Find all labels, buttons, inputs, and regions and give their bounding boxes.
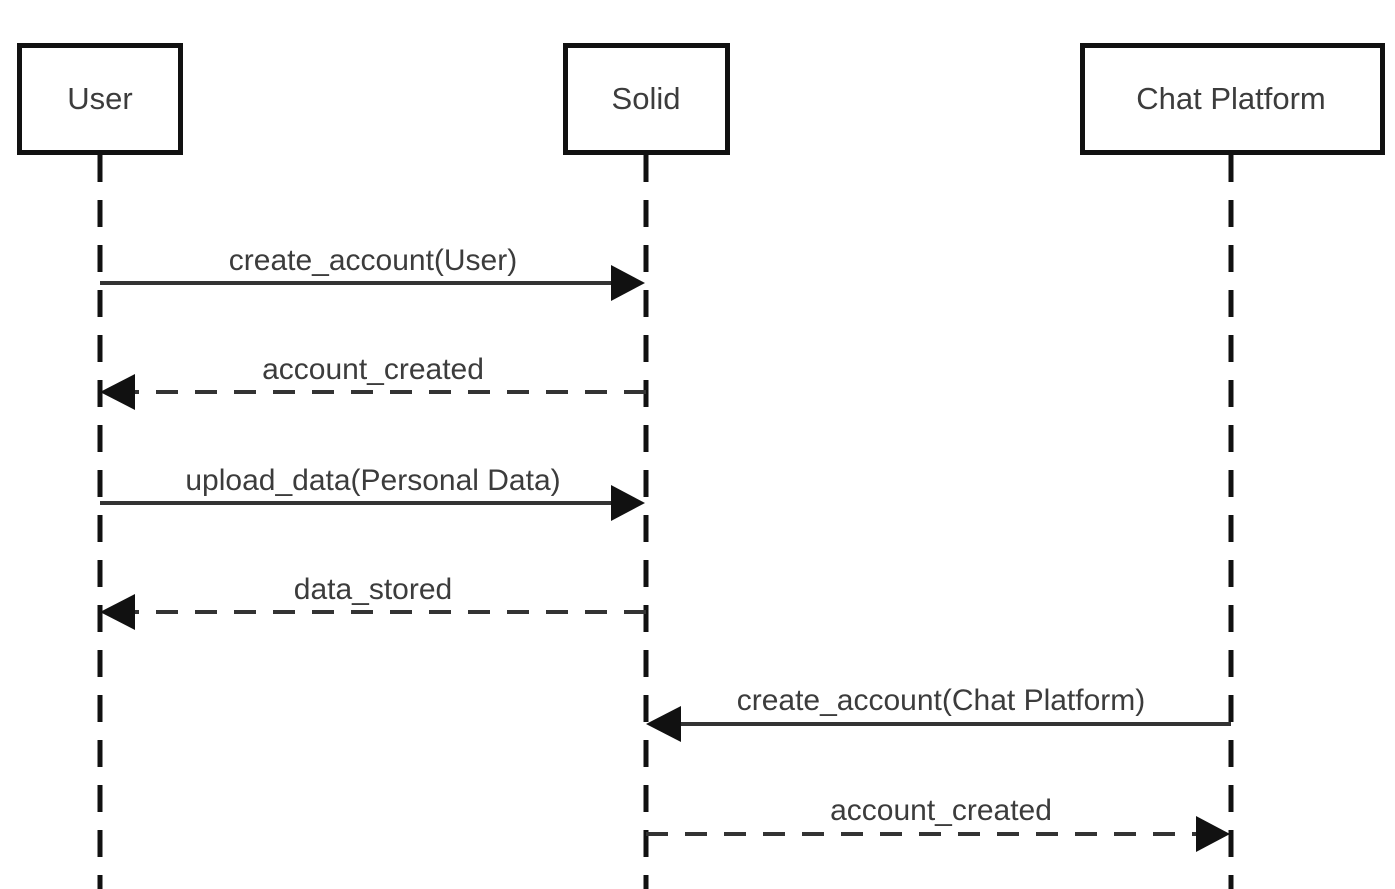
participant-chat-platform[interactable]: Chat Platform (1080, 43, 1385, 155)
message-data-stored[interactable]: data_stored (100, 573, 646, 630)
participant-label-user: User (67, 81, 132, 116)
arrowhead-right-icon (611, 265, 645, 301)
message-label: create_account(User) (229, 244, 517, 277)
message-label: data_stored (294, 573, 452, 606)
participant-box-solid[interactable] (563, 43, 730, 155)
message-create-account-user[interactable]: create_account(User) (100, 244, 645, 301)
message-upload-data[interactable]: upload_data(Personal Data) (100, 464, 645, 521)
message-create-account-chat-platform[interactable]: create_account(Chat Platform) (646, 684, 1231, 742)
message-label: create_account(Chat Platform) (737, 684, 1146, 717)
message-account-created-user[interactable]: account_created (100, 353, 646, 410)
participant-solid[interactable]: Solid (563, 43, 730, 155)
message-account-created-chat-platform[interactable]: account_created (646, 794, 1230, 852)
message-label: upload_data(Personal Data) (185, 464, 560, 497)
participant-label-chat-platform: Chat Platform (1136, 81, 1326, 116)
participant-user[interactable]: User (17, 43, 183, 155)
message-label: account_created (262, 353, 484, 386)
arrowhead-right-icon (1196, 816, 1230, 852)
arrowhead-left-icon (100, 374, 135, 410)
message-label: account_created (830, 794, 1052, 827)
participant-box-chat-platform[interactable] (1080, 43, 1385, 155)
participant-label-solid: Solid (612, 81, 681, 116)
participant-box-user[interactable] (17, 43, 183, 155)
arrowhead-left-icon (100, 594, 135, 630)
lifelines-layer (97, 155, 1234, 889)
arrowhead-right-icon (611, 485, 645, 521)
arrowhead-left-icon (646, 706, 681, 742)
